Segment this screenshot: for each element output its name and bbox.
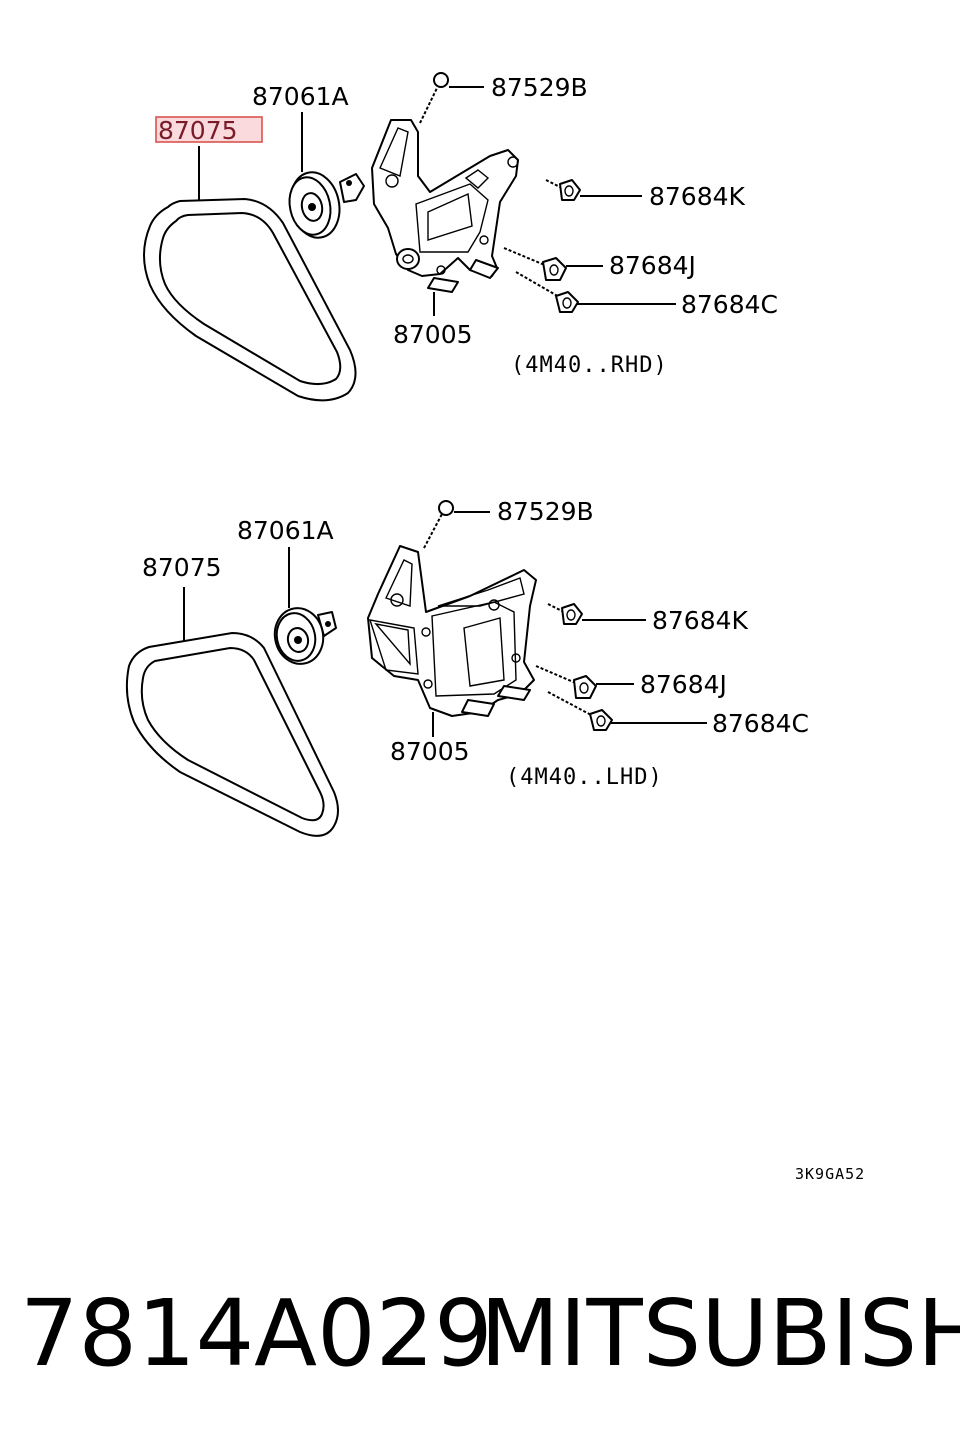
bracket-drawing [371,119,519,293]
bracket-label[interactable]: 87005 [390,737,470,766]
variant-label: (4M40..RHD) [511,353,668,378]
part-number: 7814A029 [20,1280,493,1387]
bracket-label[interactable]: 87005 [393,320,473,349]
bolt-k-label[interactable]: 87684K [649,182,746,211]
variant-label: (4M40..LHD) [506,765,663,790]
top-bolt-drawing [423,500,454,549]
bolt-j-drawing [503,247,567,281]
idler-pulley-drawing [273,607,337,665]
belt-label[interactable]: 87075 [158,116,238,145]
rhd-assembly: 87075 87061A 87529B 87684K 87684J 87684C… [143,72,778,402]
lhd-assembly: 87075 87061A 87529B 87684K 87684J 87684C… [125,497,809,837]
brand-name: MITSUBISHI [480,1280,960,1387]
bolt-c-label[interactable]: 87684C [712,709,809,738]
bolt-j-label[interactable]: 87684J [609,251,696,280]
bolt-j-label[interactable]: 87684J [640,670,727,699]
bolt-k-drawing [545,179,581,201]
bracket-drawing [367,545,537,717]
bolt-c-drawing [547,691,613,731]
diagram-reference-code: 3K9GA52 [795,1165,865,1183]
top-bolt-label[interactable]: 87529B [497,497,594,526]
idler-pulley-drawing [288,171,365,239]
belt-drawing [143,197,357,402]
bolt-c-drawing [515,271,579,313]
bolt-j-drawing [535,665,597,699]
belt-label[interactable]: 87075 [142,553,222,582]
pulley-label[interactable]: 87061A [237,516,334,545]
pulley-label[interactable]: 87061A [252,82,349,111]
bolt-k-label[interactable]: 87684K [652,606,749,635]
bolt-k-drawing [547,603,583,625]
top-bolt-label[interactable]: 87529B [491,73,588,102]
highlighted-belt-label-box[interactable] [155,116,263,143]
bolt-c-label[interactable]: 87684C [681,290,778,319]
top-bolt-drawing [419,72,449,124]
belt-drawing [125,631,339,837]
